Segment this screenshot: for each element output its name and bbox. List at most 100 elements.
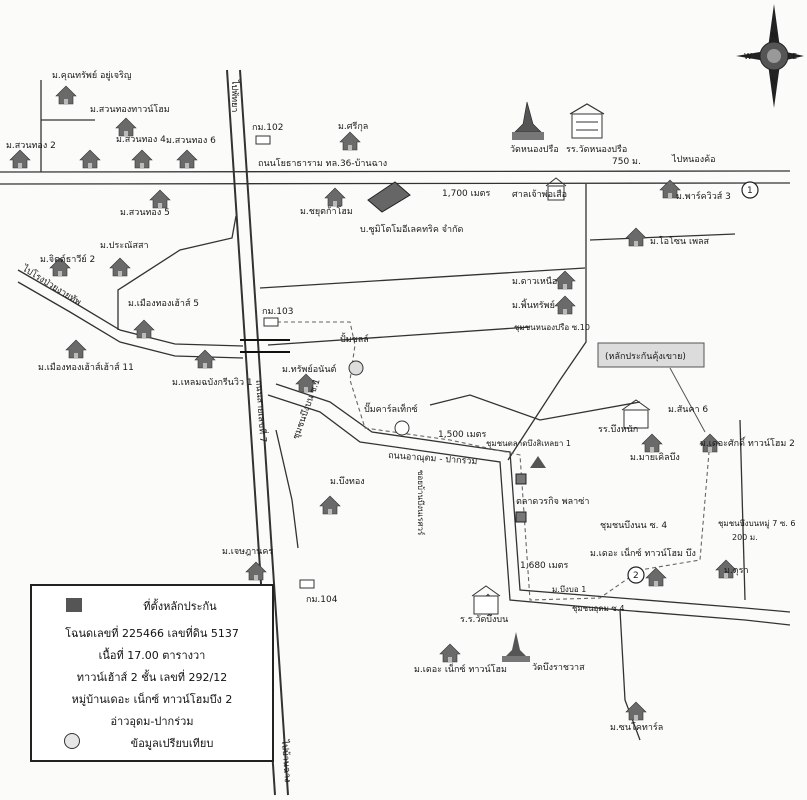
road-branch-curve [117,215,237,330]
place-label: ม.คุณทรัพย์ อยู่เจริญ [52,69,132,81]
place-label: ม.ดุรา [724,566,749,576]
place-label: ม.บึงบอ 1 [552,585,586,594]
place-label: วัดบึงราชวาส [532,662,585,673]
road-label-top: ถนนโยธาธาราม ทล.36-บ้านฉาง [258,158,387,169]
compass-s: S [771,77,776,86]
km-marker-icons [255,135,315,589]
compass-e: E [792,52,797,61]
place-label: ร.ร.วัดบึงบน [460,614,508,625]
school-wat-bueng-icon [471,585,501,615]
collateral-callout: (หลักประกันคุ้งเขาย) [597,342,705,368]
place-label: ม.เดอะศักดิ์ ทาวน์โฮม 2 [700,436,795,449]
legend-area: เนื้อที่ 17.00 ตารางวา [98,649,206,662]
compass-n: N [771,31,777,40]
road-label-nongkho: ไปหนองค้อ [671,154,716,165]
road-label-udom: ถนนอาณุดม - ปากร่วม [388,451,478,467]
place-label: ม.เหลมฉบังกรีนวิว 1 [172,377,253,388]
road-udom-pakram-b [275,383,791,613]
road-label-main: ถนนสายเลขที่ 7 [253,379,270,443]
legend-village: หมู่บ้านเดอะ เน็กซ์ ทาวน์โฮมบึง 2 [71,693,233,706]
legend-deed: โฉนดเลขที่ 225466 เลขที่ดิน 5137 [65,627,239,640]
wat-nong-prue-icon [512,101,544,140]
school-nong-prue-icon [569,103,605,139]
place-label: รร.บึงหนัก [598,424,638,435]
place-label: ม.พิ้นทรัพย์ [512,298,555,311]
place-label: ชุมชนบึงนน ซ. 4 [600,520,667,531]
place-label: บ.ซูมิโตโมอีเลคทริค จำกัด [360,224,464,235]
road-to-rong-phuai-2 [17,281,244,359]
compass-w: W [744,52,752,61]
place-label: ปั๊มคาร์ลเท็กซ์ [364,402,418,415]
gas-station-shell-icon [348,360,364,376]
road-label-ban-chang: ไปบ้านฉาง [279,738,293,782]
place-label: ม.พาร์ควิวส์ 3 [676,190,731,202]
legend-collateral-label: ที่ตั้งหลักประกัน [143,600,217,613]
school-bueng-icon [621,399,651,429]
road-to-rong-phuai [17,269,244,347]
place-label: ม.สันคา 6 [668,405,708,415]
gas-station-caltex-icon [394,420,410,436]
road-udom-pakram-a [267,394,791,626]
road-label-pattaya: ไปพัทยา [229,79,240,112]
map-legend: ที่ตั้งหลักประกัน โฉนดเลขที่ 225466 เลขท… [30,584,274,762]
place-label: ม.ดาวเหนือ [512,276,557,287]
comparison-marker-1: 1 [741,181,759,199]
road-east-branch [589,233,736,241]
place-label: วัดหนองปรือ [510,144,559,155]
callout-text: (หลักประกันคุ้งเขาย) [605,351,686,362]
shrine-icon [545,177,567,201]
wat-bueng-icon [502,632,530,662]
market-icon [515,456,546,523]
collateral-swatch [66,598,82,612]
place-label: ม.ชยุตก้าโฮม [300,206,353,217]
place-label: ม.เมืองทองเฮ้าส์ 5 [128,297,199,309]
road-label-soi-rong: ชุมชนอุดม ซ.4 [572,604,624,613]
place-label: ม.สวนทอง 2 [6,141,56,151]
comparison-marker-2: 2 [627,566,645,584]
place-label: รร.วัดหนองปรือ [566,144,627,155]
highway-7-east-line [239,69,289,796]
place-label: ตลาดวรกิจ พลาซ่า [516,496,589,507]
place-label: ม.จิตต์ธาวีย์ 2 [40,253,95,265]
road-network [0,69,791,796]
road-mid-east-2 [267,326,531,346]
dist-750: 750 ม. [612,157,641,167]
place-label: ศาลเจ้าพ่อเสือ [512,189,567,200]
km-102-label: กม.102 [252,123,283,133]
marker-1-label: 1 [747,186,753,196]
road-label-soi-sammuk: ชุมชนบึงบนหมู่ 7 ซ. 6 [718,519,795,529]
place-label: ม.ศรีกุล [338,121,368,132]
road-to-ban-chang [739,419,746,601]
dist-1700: 1,700 เมตร [442,189,490,199]
place-label: ม.ทรัพย์อนันต์ [282,363,336,375]
marker-2-label: 2 [633,571,639,581]
place-label: ม.มายเคิลบึง [630,452,680,463]
place-label: ปั้มชลล์ [340,332,369,345]
factory-sumitomo-icon [367,181,411,213]
dist-1680: 1,680 เมตร [520,561,568,571]
route-path [270,321,711,601]
road-label-soi-banhuai: ซอยบ้านบึงนเรศวร์ [416,470,426,536]
place-label: ม.ประณัสสา [100,241,149,251]
compass-rose: N E S W [736,4,804,108]
place-label: ม.เดอะ เน็กซ์ ทาวน์โฮม [414,662,507,675]
place-label: ม.สวนทอง 5 [120,208,170,218]
dist-200: 200 ม. [732,533,758,542]
road-sai-branch [429,394,641,421]
km-103-label: กม.103 [262,307,293,317]
place-label: ม.เมืองทองเฮ้าส์เฮ้าส์ 11 [38,361,134,373]
road-mid-east [259,267,586,289]
road-top-north-line [0,170,791,173]
road-callout-line [669,367,706,433]
place-label: ม.เจษฎานคร [222,547,273,557]
place-label: ม.บึงทอง [330,476,365,487]
km-104-label: กม.104 [306,595,338,605]
legend-house: ทาวน์เฮ้าส์ 2 ชั้น เลขที่ 292/12 [76,671,228,684]
place-label: ม.สวนทอง 4 [116,135,166,145]
legend-comparison-label: ข้อมูลเปรียบเทียบ [130,737,214,750]
place-label: ม.โอโซน เพลส [650,236,710,247]
road-label-soi-kamnoen: ชุมชนตลาดบึงสิเหลยา 1 [486,439,571,448]
place-label: ม.สวนทองทาวน์โฮม [90,103,170,115]
place-label: ม.เดอะ เน็กซ์ ทาวน์โฮม บึง [590,546,696,559]
